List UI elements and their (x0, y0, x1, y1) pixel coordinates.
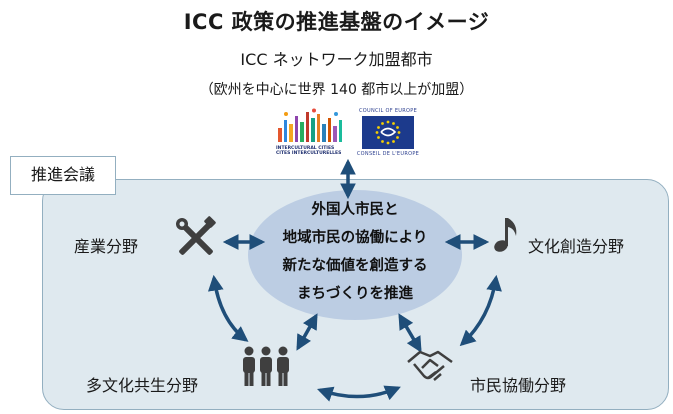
sector-label-citizen: 市民協働分野 (470, 376, 567, 395)
center-line-4: まちづくりを推進 (297, 286, 413, 302)
council-of-europe-emblem (375, 120, 401, 145)
center-line-2: 地域市民の協働により (282, 230, 428, 246)
center-line-1: 外国人市民と (311, 202, 399, 218)
people-icon (243, 346, 289, 386)
intercultural-cities-logo-graphic (278, 108, 342, 142)
music-note-icon (494, 218, 517, 252)
council-of-europe-logo-bottom-text: CONSEIL DE L'EUROPE (356, 151, 420, 157)
arrow-people-handshake (317, 385, 401, 402)
arrow-handshake-center (398, 313, 422, 353)
council-of-europe-logo-top-text: COUNCIL OF EUROPE (358, 108, 418, 114)
diagram-title: ICC 政策の推進基盤のイメージ (183, 10, 490, 34)
intercultural-cities-logo-text: INTERCULTURAL CITIES CITES INTERCULTUREL… (276, 146, 342, 156)
network-note: （欧州を中心に世界 140 都市以上が加盟） (199, 82, 474, 98)
sector-label-multicultural: 多文化共生分野 (86, 376, 199, 395)
arrow-people-center (296, 313, 318, 351)
handshake-icon (407, 350, 453, 381)
center-line-3: 新たな価値を創造する (282, 258, 428, 274)
center-message: 外国人市民と 地域市民の協働により 新たな価値を創造する まちづくりを推進 (248, 196, 462, 308)
arrow-industry-people (207, 274, 249, 342)
arrow-culture-handshake (459, 274, 502, 347)
sector-label-industry: 産業分野 (74, 237, 139, 256)
council-of-europe-logo: COUNCIL OF EUROPE CONSEIL DE L'EUROPE (353, 108, 423, 158)
sector-label-culture: 文化創造分野 (528, 237, 625, 256)
intercultural-cities-logo: INTERCULTURAL CITIES CITES INTERCULTUREL… (274, 108, 348, 158)
tools-icon (176, 216, 216, 255)
council-of-europe-flag (362, 116, 414, 149)
network-title: ICC ネットワーク加盟都市 (240, 50, 433, 69)
center-ellipse (248, 190, 462, 320)
council-label: 推進会議 (10, 156, 116, 195)
